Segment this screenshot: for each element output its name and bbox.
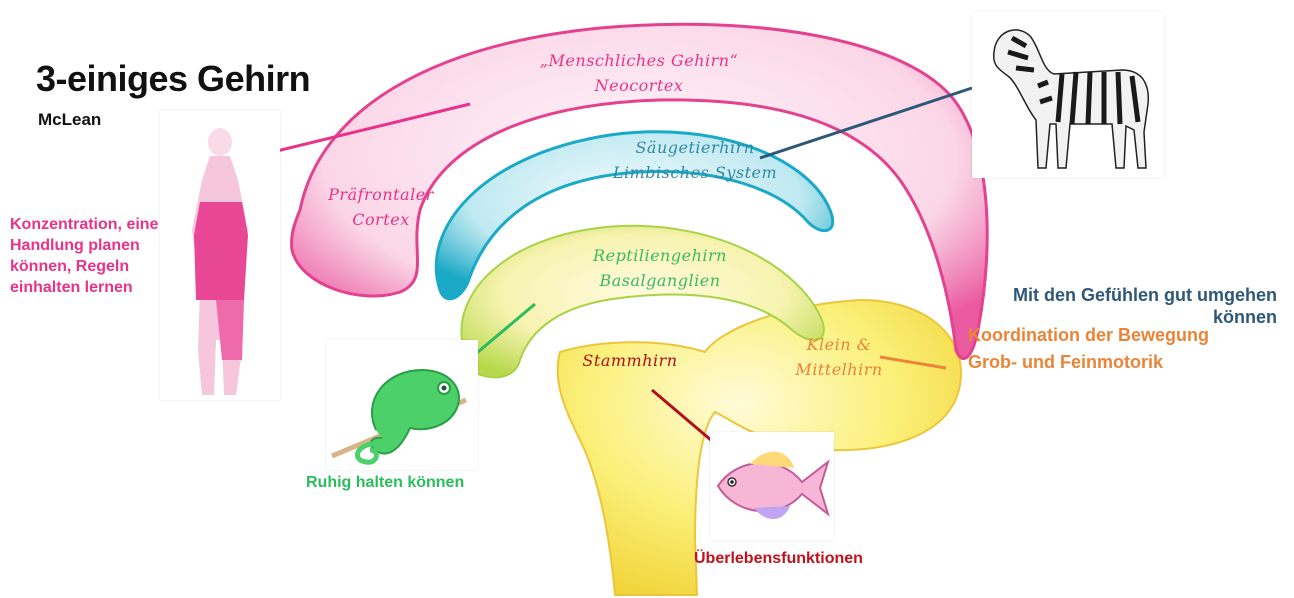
page-subtitle: McLean (38, 110, 101, 130)
reptile-label-line1: Reptiliengehirn (560, 243, 760, 268)
brainstem-label-text: Stammhirn (560, 348, 700, 373)
cerebellum-note-line1: Koordination der Bewegung (968, 322, 1209, 349)
limbic-label-line2: Limbisches System (580, 160, 810, 185)
reptile-label-line2: Basalganglien (560, 268, 760, 293)
limbic-label: Säugetierhirn Limbisches System (580, 135, 810, 185)
zebra-image (972, 12, 1164, 178)
prefrontal-label: Präfrontaler Cortex (306, 182, 456, 232)
brainstem-note: Überlebensfunktionen (694, 550, 863, 568)
zebra-icon (972, 12, 1164, 178)
neocortex-note: Konzentration, eine Handlung planen könn… (10, 214, 185, 298)
fish-image (710, 432, 834, 540)
fish-icon (710, 432, 834, 540)
neocortex-label: „Menschliches Gehirn“ Neocortex (514, 48, 764, 98)
cerebellum-note: Koordination der Bewegung Grob- und Fein… (968, 322, 1209, 376)
cerebellum-label: Klein & Mittelhirn (764, 332, 914, 382)
cerebellum-label-line2: Mittelhirn (764, 357, 914, 382)
limbic-label-line1: Säugetierhirn (580, 135, 810, 160)
neocortex-label-line1: „Menschliches Gehirn“ (514, 48, 764, 73)
cerebellum-label-line1: Klein & (764, 332, 914, 357)
neocortex-label-line2: Neocortex (514, 73, 764, 98)
reptile-label: Reptiliengehirn Basalganglien (560, 243, 760, 293)
page-title: 3-einiges Gehirn (36, 58, 310, 100)
chameleon-image (326, 340, 478, 470)
basal-note: Ruhig halten können (306, 474, 464, 492)
prefrontal-label-line2: Cortex (306, 207, 456, 232)
cerebellum-note-line2: Grob- und Feinmotorik (968, 349, 1209, 376)
chameleon-icon (326, 340, 478, 470)
brainstem-label: Stammhirn (560, 348, 700, 373)
prefrontal-label-line1: Präfrontaler (306, 182, 456, 207)
